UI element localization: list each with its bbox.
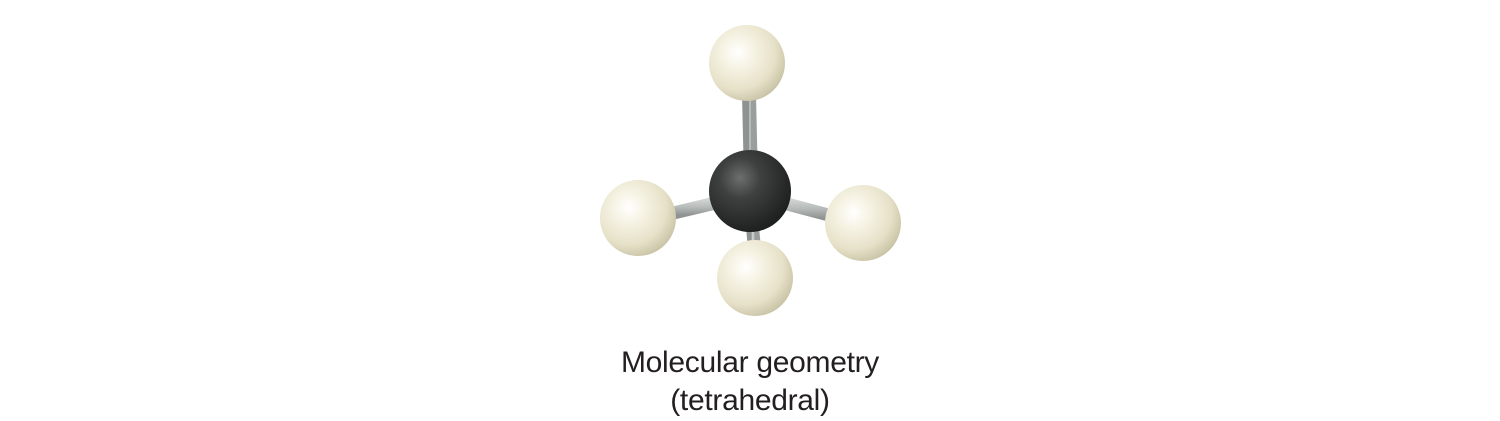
outer-atom-top	[709, 25, 785, 101]
outer-atom-left	[600, 180, 676, 256]
outer-atom-right	[825, 185, 901, 261]
outer-atom-bottom	[717, 240, 793, 316]
caption-line-2: (tetrahedral)	[670, 384, 830, 417]
figure-caption: Molecular geometry (tetrahedral)	[550, 344, 950, 420]
central-atom	[709, 150, 791, 232]
caption-line-1: Molecular geometry	[620, 346, 880, 379]
ball-and-stick-model	[600, 25, 901, 316]
